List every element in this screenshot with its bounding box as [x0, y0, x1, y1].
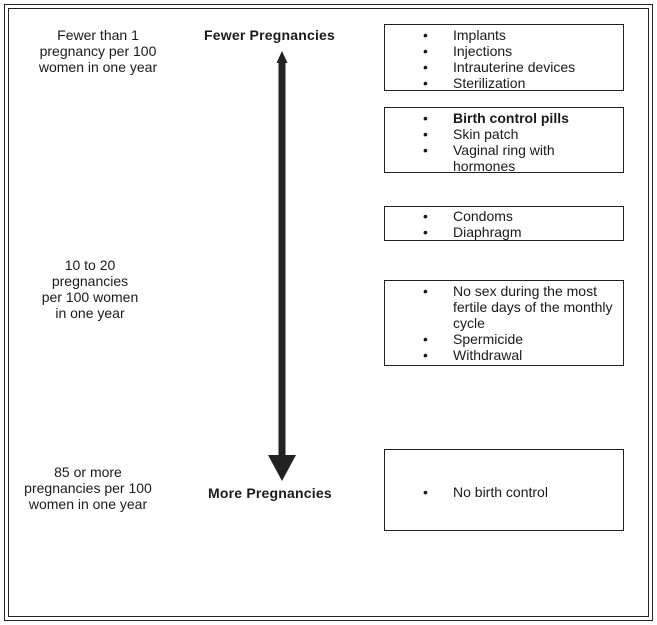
arrow-head-bottom — [268, 455, 296, 481]
method-label: Skin patch — [453, 126, 519, 142]
method-group-barrier: • Condoms • Diaphragm — [384, 206, 624, 241]
more-pregnancies-label: More Pregnancies — [208, 485, 332, 501]
method-item: • Vaginal ring with hormones — [385, 142, 623, 174]
method-group-hormonal: • Birth control pills • Skin patch • Vagina… — [384, 107, 624, 174]
bullet-icon: • — [423, 27, 428, 43]
method-label: Vaginal ring with hormones — [453, 142, 555, 174]
outer-frame — [4, 4, 653, 621]
method-label: No birth control — [453, 484, 548, 500]
method-item: • Intrauterine devices — [385, 59, 623, 75]
method-item: • Withdrawal — [385, 347, 623, 363]
method-item: • Birth control pills — [385, 110, 623, 126]
method-label: No sex during the most fertile days of t… — [453, 283, 613, 331]
method-group-none: • No birth control — [384, 449, 624, 531]
rate-label-middle: 10 to 20 pregnancies per 100 women in on… — [41, 257, 139, 321]
method-item: • Spermicide — [385, 331, 623, 347]
method-item: • No sex during the most fertile days of … — [385, 283, 623, 331]
inner-frame — [8, 8, 649, 617]
method-label: Sterilization — [453, 75, 526, 91]
bullet-icon: • — [423, 126, 428, 142]
method-item: • Sterilization — [385, 75, 623, 91]
method-label: Withdrawal — [453, 347, 523, 363]
bullet-icon: • — [423, 283, 428, 299]
bullet-icon: • — [423, 59, 428, 75]
bullet-icon: • — [423, 208, 428, 224]
method-item: • Injections — [385, 43, 623, 59]
bullet-icon: • — [423, 224, 428, 240]
bullet-icon: • — [423, 331, 428, 347]
method-label: Spermicide — [453, 331, 524, 347]
method-item: • Diaphragm — [385, 224, 623, 240]
bullet-icon: • — [423, 347, 428, 363]
bullet-icon: • — [423, 142, 428, 158]
bullet-icon: • — [423, 110, 428, 126]
method-label: Implants — [453, 27, 506, 43]
bullet-icon: • — [423, 484, 428, 500]
method-item: • Skin patch — [385, 126, 623, 142]
method-group-most-effective: • Implants • Injections • Intrauterine devi… — [384, 24, 624, 91]
method-label: Condoms — [453, 208, 513, 224]
method-group-least-effective: • No sex during the most fertile days of … — [384, 280, 624, 366]
method-label: Intrauterine devices — [453, 59, 576, 75]
rate-label-top: Fewer than 1 pregnancy per 100 women in … — [38, 27, 158, 75]
method-label: Birth control pills — [453, 110, 569, 126]
rate-label-bottom: 85 or more pregnancies per 100 women in … — [24, 464, 152, 512]
method-item: • Implants — [385, 27, 623, 43]
bullet-icon: • — [423, 43, 428, 59]
method-label: Injections — [453, 43, 513, 59]
fewer-pregnancies-label: Fewer Pregnancies — [204, 27, 336, 43]
method-item: • No birth control — [385, 484, 623, 500]
method-label: Diaphragm — [453, 224, 522, 240]
method-item: • Condoms — [385, 208, 623, 224]
bullet-icon: • — [423, 75, 428, 91]
arrow-head-top — [276, 51, 288, 63]
